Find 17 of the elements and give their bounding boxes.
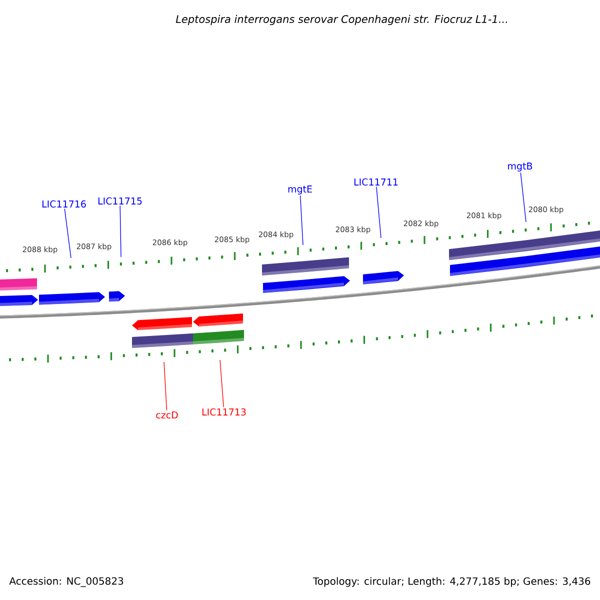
leader-line <box>64 208 72 258</box>
gene-label: LIC11713 <box>202 408 246 416</box>
leader-line <box>376 186 382 238</box>
gene-label: LIC11715 <box>98 197 142 205</box>
gene-label: mgtB <box>508 162 532 172</box>
accession-text: Accession: NC_005823 <box>9 577 124 587</box>
leader-line <box>220 360 224 408</box>
gene-label: LIC11711 <box>354 178 398 186</box>
leader-line <box>520 172 526 222</box>
gene-label: LIC11716 <box>42 200 86 208</box>
genome-info-text: Topology: circular; Length: 4,277,185 bp; Genes: 3,436 <box>312 577 590 587</box>
leader-line <box>300 195 304 246</box>
gene-label: czcD <box>156 411 178 419</box>
leader-line <box>120 205 122 258</box>
leader-line <box>164 362 168 411</box>
gene-label: mgtE <box>288 186 312 194</box>
title: Leptospira interrogans serovar Copenhageni str. Fiocruz L1-1... <box>176 14 508 26</box>
